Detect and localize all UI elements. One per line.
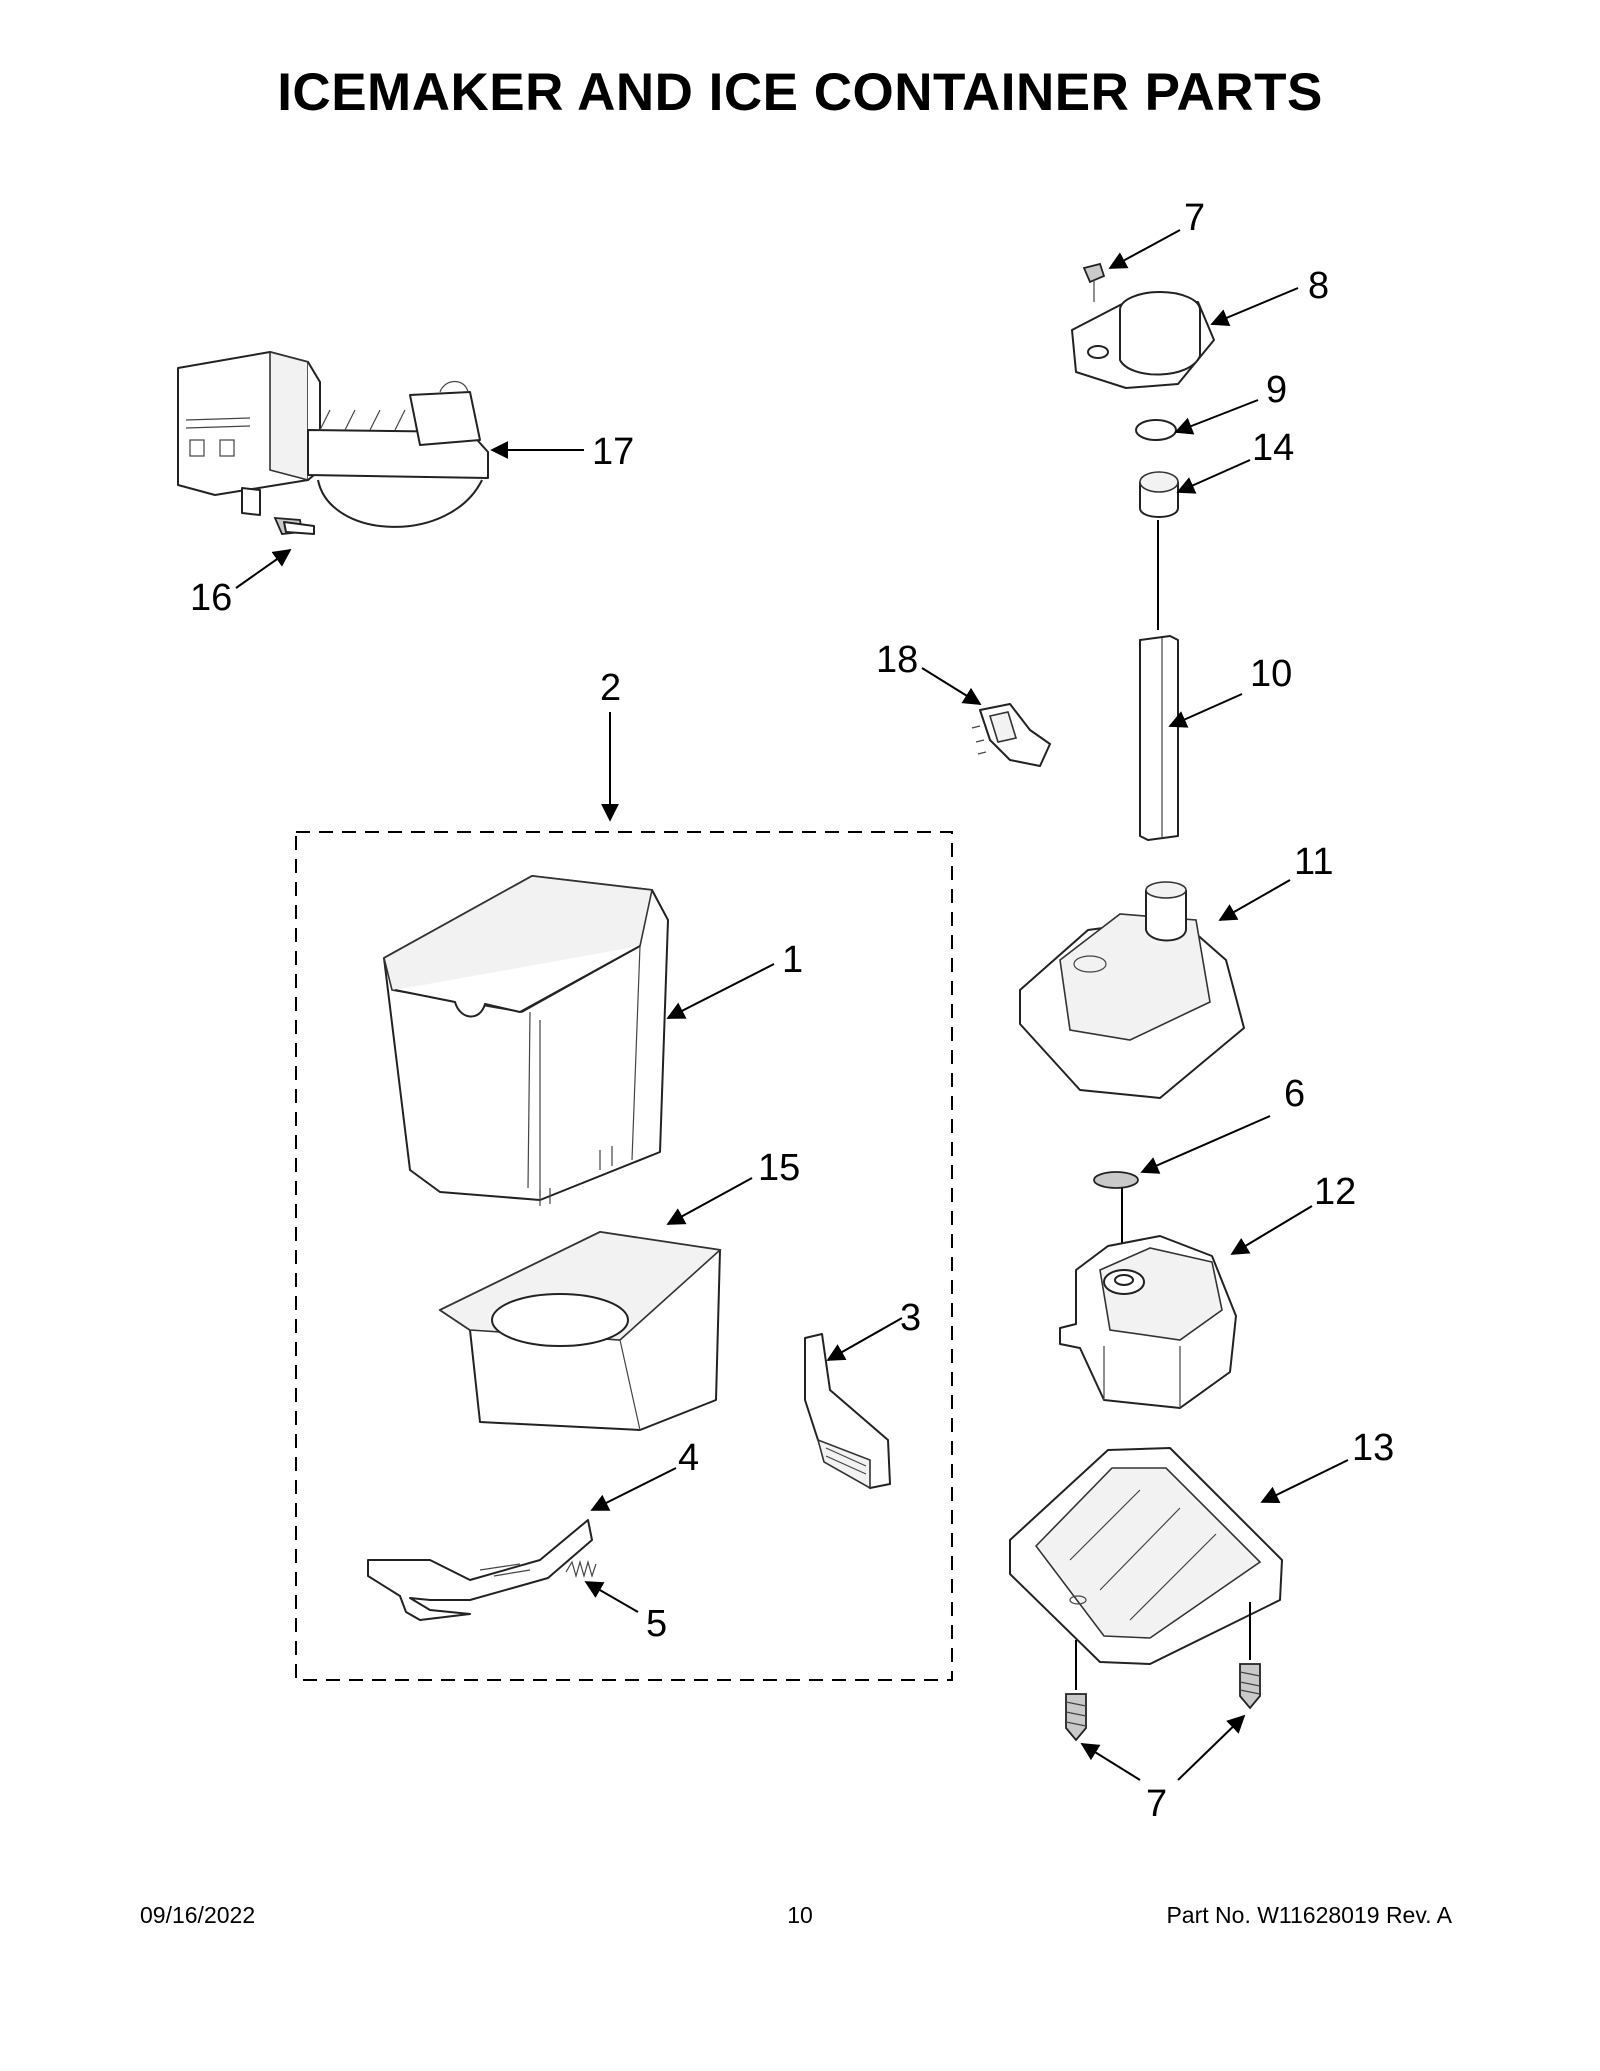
callout-12: 12 xyxy=(1314,1171,1356,1213)
callout-14: 14 xyxy=(1252,427,1294,469)
container-door-part xyxy=(804,1333,891,1490)
screw-7-bottom-right-part xyxy=(1239,1602,1261,1710)
callout-3: 3 xyxy=(900,1297,921,1339)
callout-15: 15 xyxy=(758,1147,800,1189)
callout-7-bottom: 7 xyxy=(1146,1783,1167,1825)
footer-date: 09/16/2022 xyxy=(140,1902,256,1928)
callout-9: 9 xyxy=(1266,369,1287,411)
screw-7-top-part xyxy=(1082,262,1106,302)
callout-11: 11 xyxy=(1294,841,1333,883)
callout-8: 8 xyxy=(1308,265,1329,307)
callout-1: 1 xyxy=(782,939,803,981)
callout-16: 16 xyxy=(190,577,232,619)
ice-container-part xyxy=(383,875,669,1206)
washer-9-part xyxy=(1135,419,1177,441)
callout-18: 18 xyxy=(876,639,918,681)
auger-motor-part xyxy=(1059,1235,1237,1409)
callout-4: 4 xyxy=(678,1437,699,1479)
screw-7-bottom-left-part xyxy=(1065,1640,1087,1742)
motor-cover-part xyxy=(1019,881,1245,1099)
callout-2: 2 xyxy=(600,667,621,709)
callout-17: 17 xyxy=(592,431,634,473)
callout-5: 5 xyxy=(646,1603,667,1645)
bucket-assembly-group-box xyxy=(295,831,953,1681)
page-title: ICEMAKER AND ICE CONTAINER PARTS xyxy=(277,63,1323,122)
auger-shaft-part xyxy=(1139,635,1179,841)
lever-part xyxy=(367,1519,593,1621)
washer-6-part xyxy=(1093,1171,1139,1189)
screw-16-part xyxy=(273,516,315,535)
crusher-housing-part xyxy=(438,1231,722,1431)
icemaker-assembly-part xyxy=(177,350,489,528)
callout-6: 6 xyxy=(1284,1073,1305,1115)
motor-base-part xyxy=(1009,1447,1283,1665)
bearing-housing-part xyxy=(1071,291,1215,389)
switch-part xyxy=(971,703,1051,767)
spring-part xyxy=(565,1559,597,1579)
callout-10: 10 xyxy=(1250,653,1292,695)
callout-13: 13 xyxy=(1352,1427,1394,1469)
bushing-part xyxy=(1139,471,1179,518)
callout-leaders xyxy=(235,229,1349,1781)
footer-part-number: Part No. W11628019 Rev. A xyxy=(1166,1902,1452,1928)
callout-7-top: 7 xyxy=(1184,197,1205,239)
footer-page-number: 10 xyxy=(787,1902,813,1928)
